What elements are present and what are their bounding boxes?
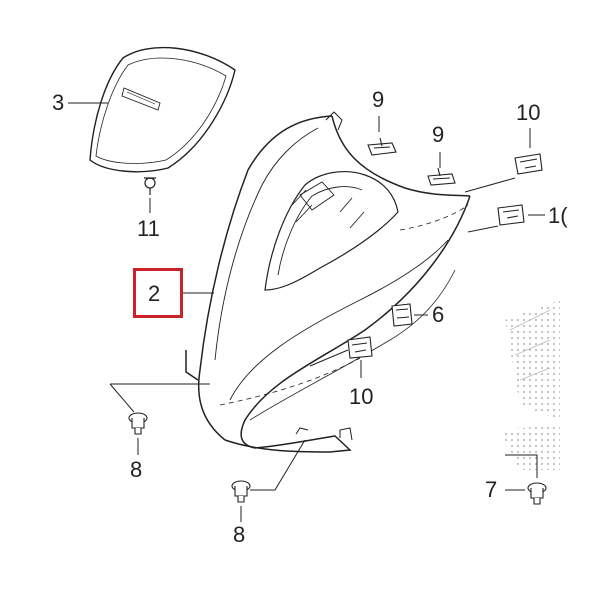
callout-part-10-center: 10 — [349, 384, 374, 409]
highlight-box — [133, 268, 183, 318]
part-8-bolt-left — [128, 412, 148, 435]
callout-part-9-upper: 9 — [372, 87, 385, 112]
callout-part-9-lower: 9 — [432, 122, 445, 147]
callout-part-11: 11 — [137, 216, 160, 241]
callout-part-8-left: 8 — [130, 457, 143, 482]
callout-part-10-right: 1( — [548, 203, 568, 228]
part-10-clip-center — [347, 336, 373, 359]
part-10-clip-top-right — [514, 153, 543, 175]
part-11-screw — [144, 177, 156, 195]
part-6-grommet — [391, 303, 413, 327]
part-8-bolt-bottom — [231, 480, 251, 503]
callout-part-6: 6 — [432, 302, 445, 327]
part-7-bolt — [527, 482, 547, 505]
part-10-clip-right — [497, 204, 525, 226]
part-9-clip-upper — [367, 137, 397, 156]
callout-part-7: 7 — [485, 477, 498, 502]
adjacent-part-dotted — [500, 300, 560, 470]
part-2-front-cowl — [185, 111, 471, 453]
callout-part-10-top-right: 10 — [516, 100, 541, 125]
leader-lines — [68, 102, 545, 522]
callout-part-2: 2 — [148, 281, 161, 306]
part-9-clip-lower — [427, 167, 456, 186]
callout-part-3: 3 — [52, 90, 65, 115]
part-3-windscreen — [89, 46, 236, 173]
callout-part-8-bottom: 8 — [233, 522, 246, 547]
